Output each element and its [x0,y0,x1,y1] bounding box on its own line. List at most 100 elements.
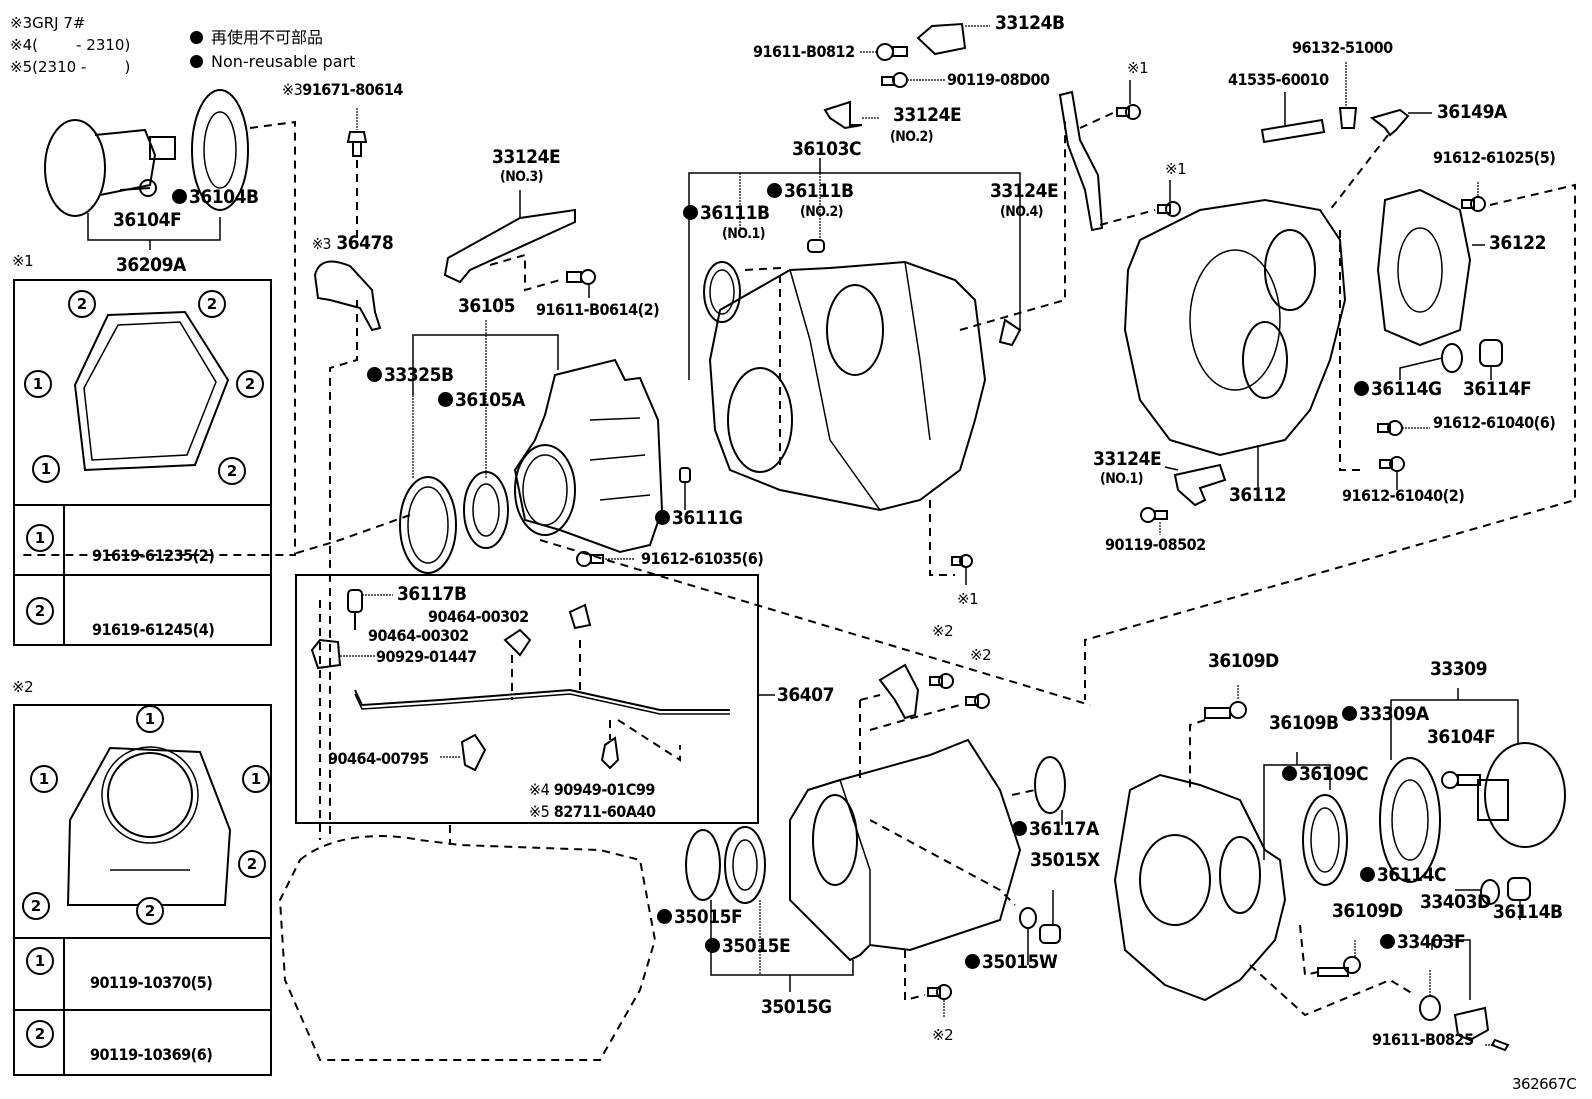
part-label-non-reusable[interactable]: 36111G [655,509,743,528]
part-label[interactable]: 91612-61040(6) [1433,413,1556,432]
part-label[interactable]: 91612-61040(2) [1342,486,1465,505]
part-label[interactable]: 91612-61025(5) [1433,148,1556,167]
part-label[interactable]: 36109D [1332,900,1403,922]
detail-1-box [13,279,272,646]
non-reusable-dot-icon [172,189,187,204]
bolt-ref-mark: ※2 [970,646,992,664]
callout-2: 2 [22,892,50,920]
plug-35015x [1039,924,1061,944]
bolt-mark1-mid [1157,201,1181,217]
part-label[interactable]: 33309 [1430,658,1487,680]
part-label[interactable]: 36105 [458,295,515,317]
part-label-non-reusable[interactable]: 36104B [172,188,259,207]
part-label[interactable]: ※391671-80614 [282,80,403,99]
flange-33309 [1477,742,1566,848]
diagram-id: 362667C [1512,1075,1577,1093]
part-label[interactable]: 90464-00795 [328,749,429,768]
case-extension [789,738,1022,962]
part-label-non-reusable[interactable]: 36109C [1282,765,1369,784]
part-label[interactable]: 33124E [893,104,962,126]
part-label[interactable]: 90464-00302 [428,607,529,626]
part-label-non-reusable[interactable]: 35015E [705,937,791,956]
bolt-ref-mark: ※1 [1127,59,1149,77]
part-label[interactable]: 91619-61235(2) [92,546,215,565]
part-label[interactable]: 36122 [1489,232,1546,254]
detail-2-mark: ※2 [12,678,34,696]
part-label[interactable]: 36149A [1437,101,1507,123]
part-label[interactable]: 90464-00302 [368,626,469,645]
bolt-91612-61040-2 [1379,456,1405,472]
bearing-35015e [724,826,766,904]
non-reusable-dot-icon [655,510,670,525]
part-label[interactable]: 36114F [1463,378,1532,400]
bolt-mark1-bottom [951,554,973,568]
part-label[interactable]: 91612-61035(6) [641,549,764,568]
row-key-1: 1 [26,524,54,552]
part-label-non-reusable[interactable]: 35015F [657,908,743,927]
part-label-non-reusable[interactable]: 36105A [438,391,525,410]
part-label[interactable]: 36104F [113,209,182,231]
part-label[interactable]: 33124E [1093,448,1162,470]
part-label[interactable]: 90119-10369(6) [90,1045,213,1064]
part-label-non-reusable[interactable]: 36117A [1012,820,1099,839]
part-label-non-reusable[interactable]: 35015W [965,953,1058,972]
part-label[interactable]: ※5 82711-60A40 [529,802,656,821]
part-label[interactable]: 36109B [1269,712,1339,734]
part-label[interactable]: 36209A [116,254,186,276]
part-label[interactable]: 90119-08D00 [947,70,1050,89]
part-label-non-reusable[interactable]: 36111B [683,204,770,223]
part-label-non-reusable[interactable]: 33309A [1342,705,1429,724]
part-label[interactable]: 91611-B0812 [753,42,855,61]
non-reusable-dot-icon [190,55,203,68]
part-label[interactable]: 90119-08502 [1105,535,1206,554]
seal-36104b [191,89,249,211]
part-label[interactable]: 90929-01447 [376,647,477,666]
part-label-non-reusable[interactable]: 36111B [767,182,854,201]
part-label[interactable]: 91611-B0614(2) [536,300,660,319]
part-label[interactable]: 41535-60010 [1228,70,1329,89]
part-label[interactable]: ※3 36478 [312,232,394,254]
part-label[interactable]: 90119-10370(5) [90,973,213,992]
part-label[interactable]: ※4 90949-01C99 [529,780,655,799]
part-label-non-reusable[interactable]: 33403F [1380,933,1466,952]
detail-2-box [13,704,272,1076]
part-sub-label: (NO.2) [800,204,844,220]
note-3: ※3GRJ 7# [10,14,86,32]
part-label[interactable]: 36114B [1493,901,1563,923]
cover-36122 [1376,188,1472,347]
part-label[interactable]: 96132-51000 [1292,38,1393,57]
part-label[interactable]: 33403D [1420,891,1491,913]
part-label[interactable]: 91619-61245(4) [92,620,215,639]
part-label-non-reusable[interactable]: 33325B [367,366,454,385]
seal-33325b [399,476,457,574]
callout-2: 2 [198,290,226,318]
part-label-non-reusable[interactable]: 36114C [1360,866,1447,885]
ring-33403f [1419,995,1441,1021]
non-reusable-dot-icon [1360,867,1375,882]
seal-36117a [1034,756,1066,814]
clip-96132-51000 [1338,107,1358,129]
part-label[interactable]: 36117B [397,583,467,605]
callout-1: 1 [242,765,270,793]
part-label[interactable]: 36407 [777,684,834,706]
part-label[interactable]: 36109D [1208,650,1279,672]
part-label[interactable]: 36104F [1427,726,1496,748]
part-label[interactable]: 35015X [1030,849,1100,871]
part-label[interactable]: 36112 [1229,484,1286,506]
part-label-non-reusable[interactable]: 36114G [1354,380,1442,399]
housing-36105 [513,358,664,554]
part-label[interactable]: 33124E [492,146,561,168]
part-label[interactable]: 35015G [761,996,832,1018]
seal-36114c [1480,879,1500,905]
callout-2: 2 [136,897,164,925]
bolt-91671-80614 [346,108,368,157]
part-sub-label: (NO.1) [1100,471,1144,487]
part-label[interactable]: 91611-B0825 [1372,1030,1474,1049]
legend-english: Non-reusable part [190,50,355,74]
non-reusable-dot-icon [1012,821,1027,836]
part-label[interactable]: 33124B [995,12,1065,34]
part-label[interactable]: 33124E [990,180,1059,202]
callout-2: 2 [218,457,246,485]
bolt-mark2-a [929,673,954,689]
part-label[interactable]: 36103C [792,138,862,160]
